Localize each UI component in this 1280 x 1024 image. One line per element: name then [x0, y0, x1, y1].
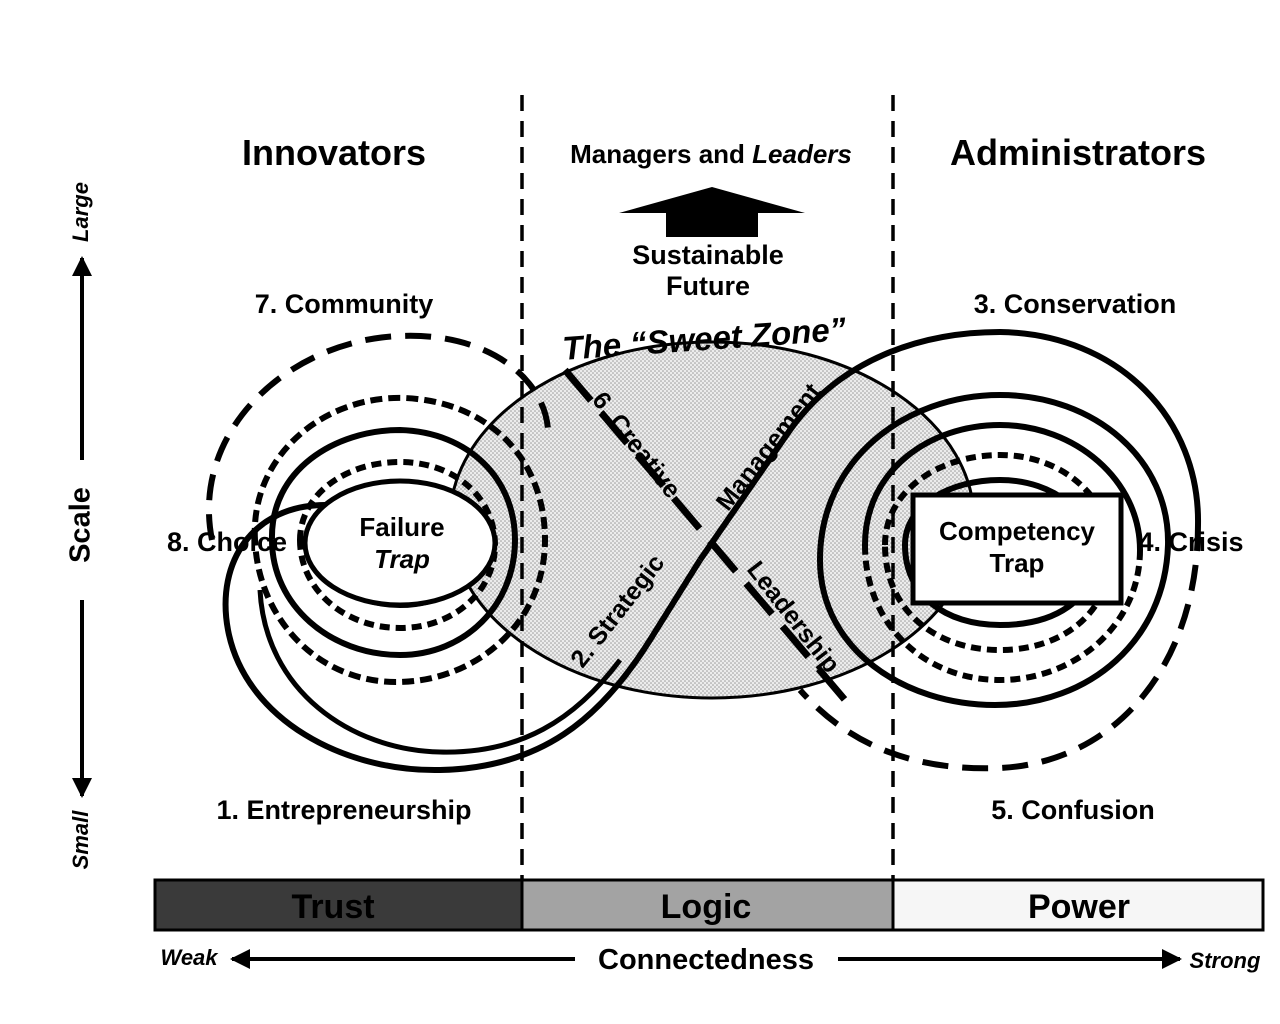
left-solid-loop-3 [268, 426, 519, 659]
band-logic-bg [520, 878, 895, 932]
failure-trap-shape [302, 478, 498, 608]
sustainable-label: Sustainable [632, 240, 784, 270]
right-dotted-loop-3b [862, 544, 1143, 684]
strong-label: Strong [1190, 948, 1261, 973]
right-solid-outer-loop [697, 328, 1202, 562]
failure-trap-line1: Failure [359, 512, 444, 542]
innovators-heading: Innovators [242, 132, 426, 173]
left-big-lower-loop [222, 502, 703, 774]
left-outer-dashed-loop [205, 332, 551, 541]
managers-heading-italic: Leaders [752, 139, 852, 169]
managers-heading-prefix: Managers and [570, 139, 752, 169]
administrators-heading: Administrators [950, 132, 1206, 173]
competency-trap-line2: Trap [990, 548, 1045, 578]
scale-label: Scale [65, 487, 97, 563]
band-trust-label: Trust [291, 888, 374, 926]
weak-label: Weak [160, 945, 219, 970]
scale-large-label: Large [68, 182, 93, 242]
left-big-lower-loop-2 [257, 589, 622, 755]
future-label: Future [666, 271, 750, 301]
sustainable-future-arrow [619, 187, 805, 237]
stage-conservation: 3. Conservation [974, 289, 1177, 319]
band-power-bg [891, 878, 1265, 932]
failure-trap-line2: Trap [374, 544, 430, 574]
stage-choice: 8. Choice [167, 527, 287, 557]
left-mid-dotted-loop [251, 394, 549, 686]
band-power-label: Power [1028, 888, 1130, 926]
right-dashed-outer-loop [797, 524, 1201, 772]
stage-community: 7. Community [255, 289, 434, 319]
band-logic-label: Logic [661, 888, 752, 926]
sweet-zone-ellipse [448, 340, 976, 700]
band-trust-bg [153, 878, 524, 932]
managers-heading: Managers and Leaders [570, 139, 852, 169]
competency-trap-box [910, 492, 1124, 606]
competency-trap-line1: Competency [939, 516, 1096, 546]
scale-small-label: Small [68, 810, 93, 870]
right-solid-loop-2 [817, 391, 1172, 709]
stage-confusion: 5. Confusion [991, 795, 1155, 825]
right-solid-loop-3 [862, 421, 1143, 551]
creative-leadership-dashed-diagonal [562, 367, 848, 703]
connectedness-label: Connectedness [598, 944, 814, 976]
stage-crisis: 4. Crisis [1138, 527, 1243, 557]
stage-entrepreneurship: 1. Entrepreneurship [216, 795, 471, 825]
